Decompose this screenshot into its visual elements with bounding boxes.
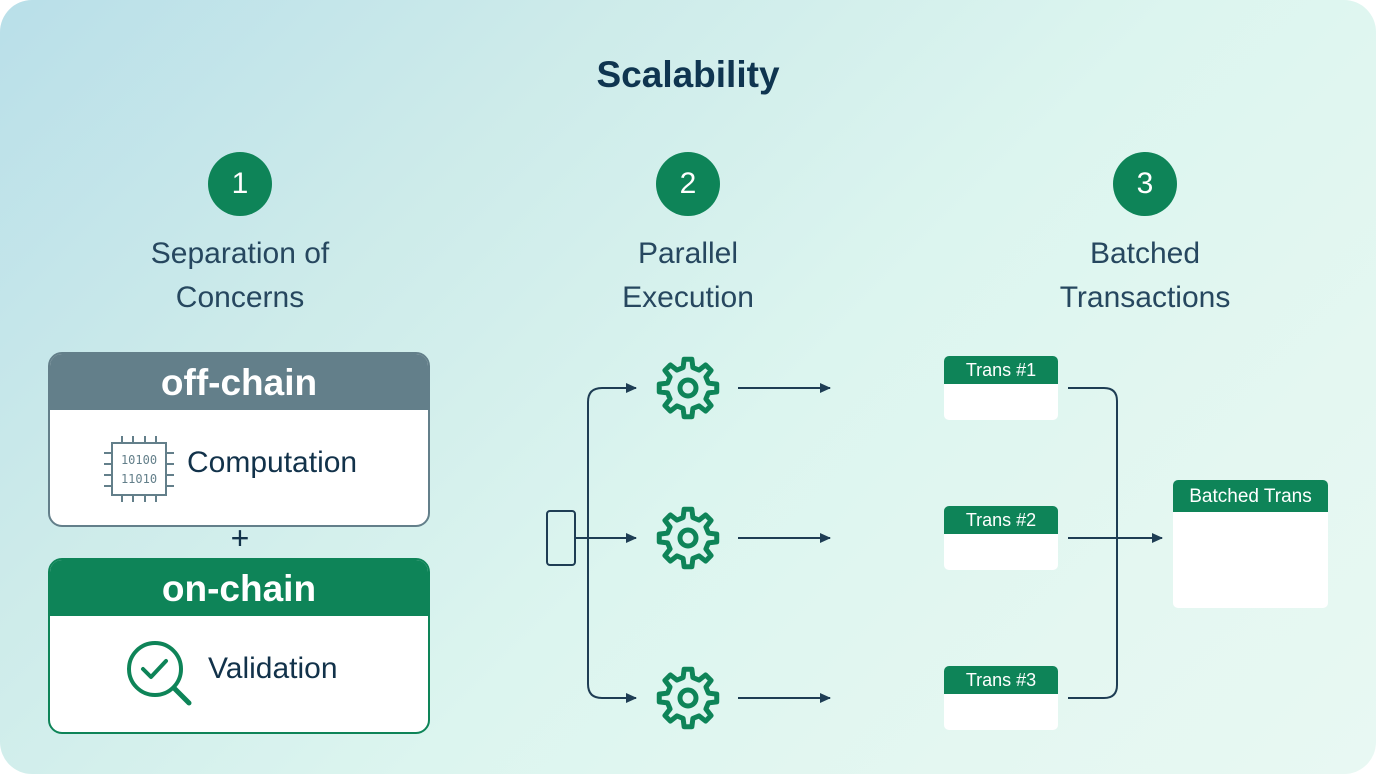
gear-hole-3 <box>677 687 699 709</box>
onchain-body: Validation <box>50 616 428 732</box>
transaction-3-label: Trans #3 <box>944 666 1058 694</box>
gear-icon-1 <box>656 356 720 420</box>
chip-text-line1: 10100 <box>121 453 157 467</box>
merge-bracket <box>1068 387 1118 699</box>
step-2-badge: 2 <box>656 152 720 216</box>
chip-icon: 10100 11010 <box>104 436 174 502</box>
step-3-title: Batched Transactions <box>995 232 1295 320</box>
onchain-header: on-chain <box>50 560 428 616</box>
diagram-title: Scalability <box>596 54 780 95</box>
step-2-title-line1: Parallel <box>637 237 739 270</box>
gear-hole-1 <box>677 377 699 399</box>
transaction-card-1: Trans #1 <box>944 356 1058 420</box>
chip-text-line2: 11010 <box>121 472 157 486</box>
transaction-1-label: Trans #1 <box>944 356 1058 384</box>
step-2-title-line2: Execution <box>622 281 754 314</box>
step-3-title-line2: Transactions <box>1059 281 1231 314</box>
source-block <box>546 510 576 566</box>
step-3-title-line1: Batched <box>1089 237 1201 270</box>
transaction-2-label: Trans #2 <box>944 506 1058 534</box>
search-check-icon <box>127 641 192 706</box>
step-1-title-line2: Concerns <box>175 281 305 314</box>
batched-transaction-card: Batched Trans <box>1173 480 1328 608</box>
step-1-title-line1: Separation of <box>150 237 330 270</box>
batched-label: Batched Trans <box>1173 480 1328 512</box>
onchain-card: on-chain Validation <box>48 558 430 734</box>
plus-sign: + <box>230 520 250 556</box>
offchain-card: off-chain 10100 11010 Computation <box>48 352 430 527</box>
offchain-body: 10100 11010 Computation <box>50 410 428 525</box>
gear-hole-2 <box>677 527 699 549</box>
step-1-title: Separation of Concerns <box>90 232 390 320</box>
step-3-badge: 3 <box>1113 152 1177 216</box>
step-2-title: Parallel Execution <box>538 232 838 320</box>
fanout-branch <box>587 387 636 699</box>
step-1-badge: 1 <box>208 152 272 216</box>
onchain-label: Validation <box>208 652 338 685</box>
offchain-label: Computation <box>187 446 358 479</box>
transaction-card-2: Trans #2 <box>944 506 1058 570</box>
gear-icon-2 <box>656 506 720 570</box>
gear-icon-3 <box>656 666 720 730</box>
offchain-header: off-chain <box>50 354 428 410</box>
transaction-card-3: Trans #3 <box>944 666 1058 730</box>
